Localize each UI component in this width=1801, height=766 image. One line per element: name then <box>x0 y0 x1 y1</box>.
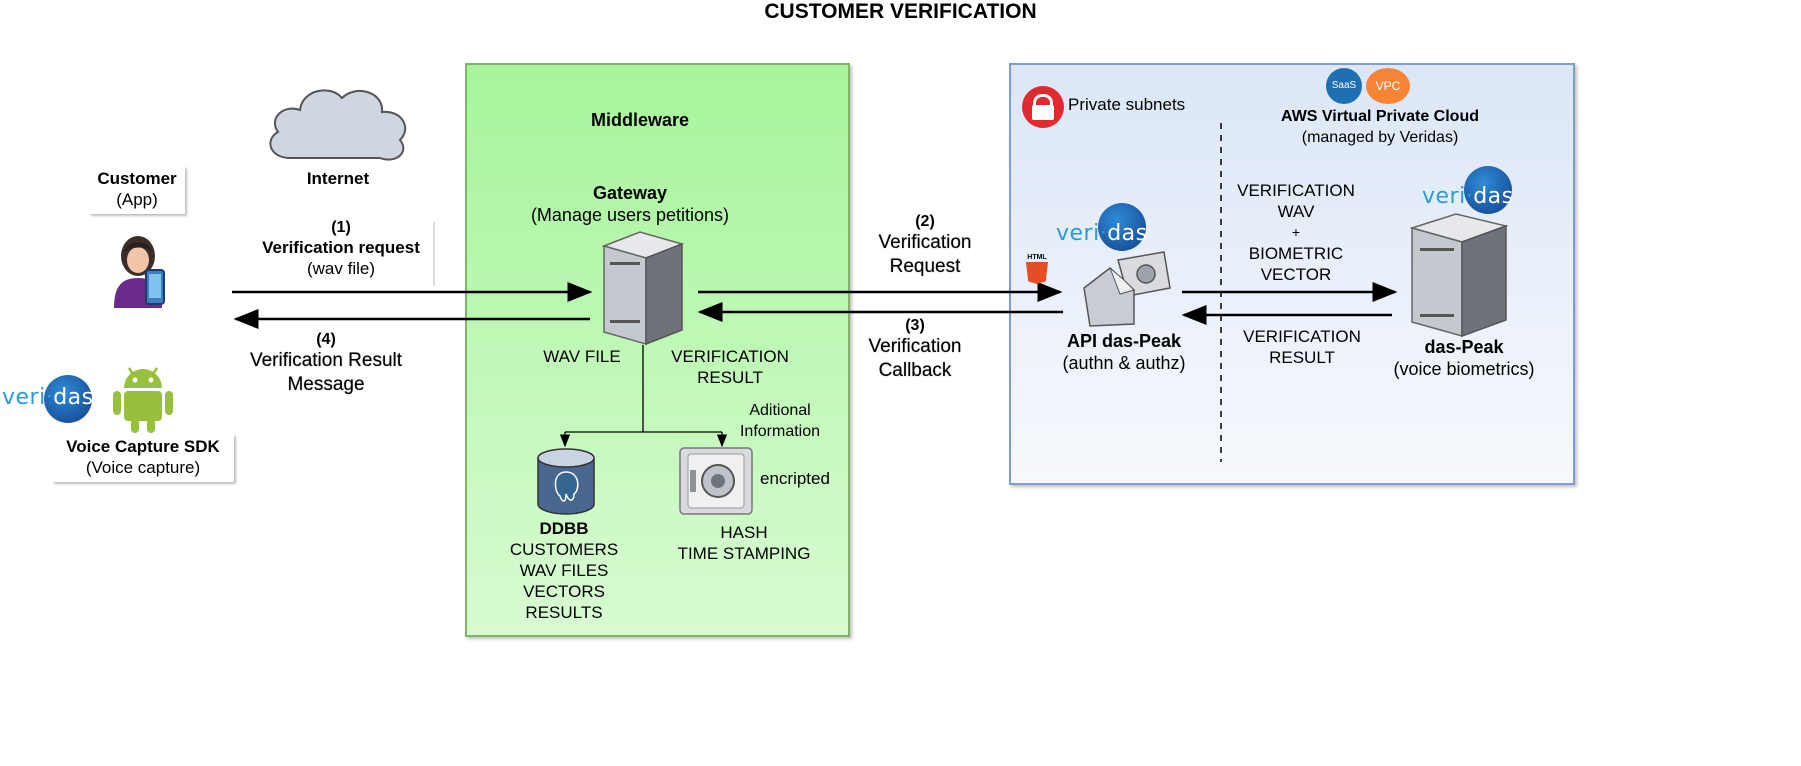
step4-number: (4) <box>316 331 336 348</box>
ddbb-item: RESULTS <box>525 603 603 622</box>
customer-avatar-icon <box>114 236 165 308</box>
additional-line2: Information <box>739 423 821 440</box>
hash-caption: HASH TIME STAMPING <box>664 522 824 564</box>
customer-name: Customer <box>97 169 177 188</box>
middleware-container <box>465 63 850 637</box>
vpc-request-line: BIOMETRIC <box>1248 244 1344 263</box>
logo-word-left: veri <box>2 385 46 410</box>
sdk-caption: Voice Capture SDK (Voice capture) <box>52 434 234 482</box>
additional-line1: Aditional <box>749 402 811 419</box>
html5-badge-text: HTML <box>1027 254 1047 261</box>
step4-line2: Message <box>287 374 365 395</box>
step1-sub: (wav file) <box>306 259 375 278</box>
vpc-result-label: VERIFICATION RESULT <box>1232 326 1372 368</box>
ddbb-name: DDBB <box>539 519 589 538</box>
veridas-logo-sdk: veri·das <box>0 375 95 425</box>
step2-line1: Verification <box>878 232 972 253</box>
api-sub: (authn & authz) <box>1062 353 1186 373</box>
internet-label: Internet <box>306 169 370 188</box>
step2-label: (2) Verification Request <box>840 212 1010 279</box>
vpc-request-line: VECTOR <box>1260 265 1332 284</box>
additional-info-label: Aditional Information <box>730 400 830 442</box>
customer-sub: (App) <box>116 190 158 209</box>
ddbb-item: CUSTOMERS <box>509 540 619 559</box>
step2-number: (2) <box>915 213 935 230</box>
vpc-badge-text: VPC <box>1375 79 1401 93</box>
diagram-title: CUSTOMER VERIFICATION <box>764 0 1037 23</box>
vpc-badge-icon: VPC <box>1366 68 1410 104</box>
postgres-database-icon <box>537 448 595 515</box>
verification-result-line1: VERIFICATION <box>671 347 789 366</box>
vpc-request-line: VERIFICATION <box>1237 181 1355 200</box>
vpc-request-line: + <box>1291 224 1301 240</box>
saas-icon: SaaS <box>1326 68 1362 104</box>
vpc-caption: AWS Virtual Private Cloud (managed by Ve… <box>1270 106 1490 148</box>
vpc-request-line: WAV <box>1277 202 1315 221</box>
veridas-logo-circle <box>44 375 92 423</box>
step3-number: (3) <box>905 317 925 334</box>
lock-icon <box>1022 86 1064 128</box>
vpc-request-label: VERIFICATION WAV + BIOMETRIC VECTOR <box>1226 180 1366 285</box>
android-icon <box>113 367 173 433</box>
gateway-sub: (Manage users petitions) <box>530 205 730 225</box>
ddbb-item: WAV FILES <box>519 561 609 580</box>
step2-line2: Request <box>889 256 961 277</box>
logo-word-right: das <box>53 385 94 410</box>
vpc-result-line1: VERIFICATION <box>1243 327 1361 346</box>
gateway-name: Gateway <box>592 183 668 203</box>
encrypted-label: encripted <box>760 469 830 488</box>
gateway-caption: Gateway (Manage users petitions) <box>510 182 750 226</box>
middleware-label: Middleware <box>590 110 690 130</box>
step4-line1: Verification Result <box>249 350 403 371</box>
saas-badge-text: SaaS <box>1331 80 1357 91</box>
step3-line1: Verification <box>868 336 962 357</box>
hash-line1: HASH <box>720 523 768 542</box>
vpc-result-line2: RESULT <box>1269 348 1335 367</box>
engine-sub: (voice biometrics) <box>1393 359 1535 379</box>
logo-word-right: das <box>1473 184 1514 209</box>
veridas-logo-api: veri·das <box>1054 203 1149 253</box>
wav-file-label: WAV FILE <box>543 347 621 366</box>
engine-name: das-Peak <box>1424 337 1504 357</box>
logo-word-left: veri <box>1056 221 1100 246</box>
sdk-name: Voice Capture SDK <box>66 437 220 456</box>
vpc-sub: (managed by Veridas) <box>1301 129 1459 146</box>
step3-label: (3) Verification Callback <box>830 316 1000 383</box>
api-gateway-icon <box>1083 251 1171 327</box>
veridas-logo-word: veri·das <box>2 385 94 410</box>
engine-caption: das-Peak (voice biometrics) <box>1374 336 1554 380</box>
html5-icon: HTML <box>1024 254 1050 284</box>
customer-caption: Customer (App) <box>89 166 185 214</box>
ddbb-caption: DDBB CUSTOMERS WAV FILES VECTORS RESULTS <box>494 518 634 623</box>
hash-line2: TIME STAMPING <box>677 544 811 563</box>
logo-word-right: das <box>1107 221 1148 246</box>
veridas-logo-engine: veri·das <box>1420 166 1515 216</box>
private-subnets-label: Private subnets <box>1068 95 1186 114</box>
step1-number: (1) <box>331 219 351 236</box>
logo-word-left: veri <box>1422 184 1466 209</box>
step1-title: Verification request <box>262 238 420 257</box>
api-name: API das-Peak <box>1066 331 1182 351</box>
step3-line2: Callback <box>878 360 952 381</box>
sdk-sub: (Voice capture) <box>85 458 201 477</box>
das-peak-server-icon <box>1409 213 1509 338</box>
api-caption: API das-Peak (authn & authz) <box>1044 330 1204 374</box>
internet-cloud-icon <box>269 89 407 161</box>
gateway-server-icon <box>601 231 685 346</box>
step1-label: (1) Verification request (wav file) <box>246 218 436 279</box>
ddbb-item: VECTORS <box>523 582 605 601</box>
step4-label: (4) Verification Result Message <box>226 330 426 397</box>
verification-result-line2: RESULT <box>697 368 763 387</box>
safe-vault-icon <box>679 447 753 515</box>
verification-result-label: VERIFICATION RESULT <box>660 346 800 388</box>
vpc-title: AWS Virtual Private Cloud <box>1281 108 1479 125</box>
